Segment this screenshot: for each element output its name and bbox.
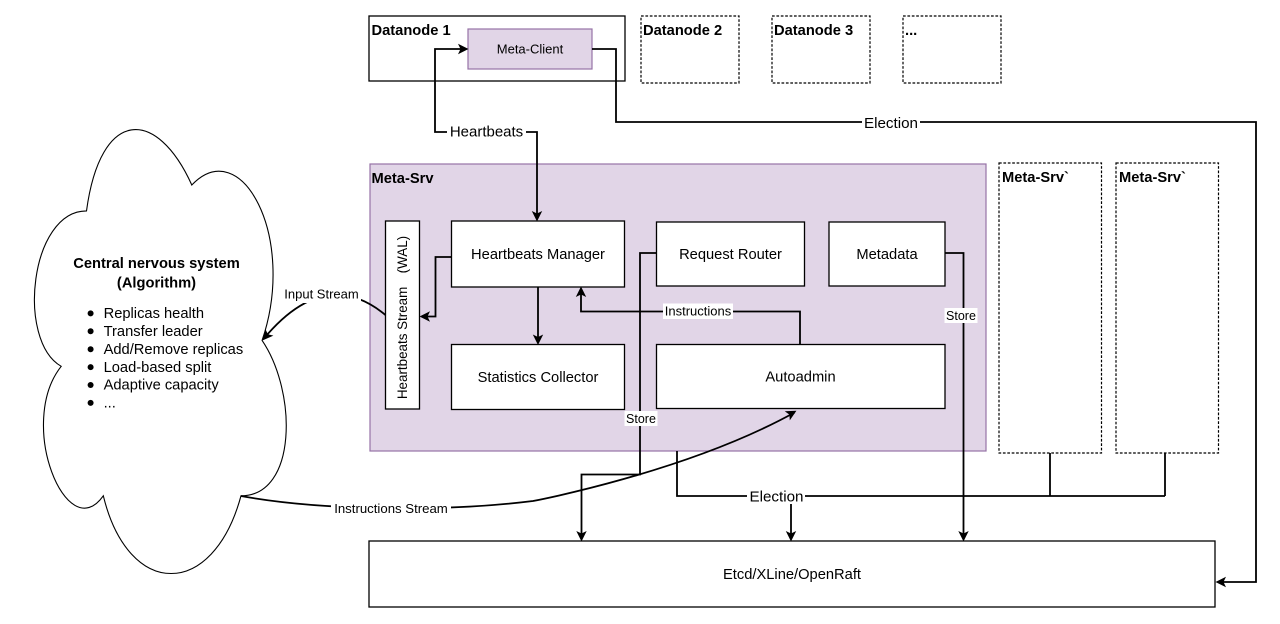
svg-text:Heartbeats Stream (WAL): Heartbeats Stream (WAL): [395, 236, 410, 399]
svg-text:Datanode 2: Datanode 2: [643, 23, 722, 39]
svg-text:Meta-Client: Meta-Client: [497, 42, 564, 57]
svg-text:Metadata: Metadata: [856, 247, 918, 263]
svg-text:Heartbeats Manager: Heartbeats Manager: [471, 247, 605, 263]
svg-text:Instructions Stream: Instructions Stream: [334, 501, 448, 516]
svg-text:Central nervous system: Central nervous system: [73, 256, 240, 272]
svg-text:Add/Remove replicas: Add/Remove replicas: [104, 342, 244, 358]
svg-text:Election: Election: [864, 115, 918, 132]
svg-text:(Algorithm): (Algorithm): [117, 275, 196, 291]
svg-text:Election: Election: [749, 489, 803, 506]
svg-text:Datanode 3: Datanode 3: [774, 23, 853, 39]
svg-text:Heartbeats: Heartbeats: [450, 124, 523, 141]
svg-text:Instructions: Instructions: [665, 304, 732, 319]
svg-text:Store: Store: [946, 309, 976, 323]
svg-text:Datanode 1: Datanode 1: [372, 23, 451, 39]
svg-text:Meta-Srv`: Meta-Srv`: [1002, 170, 1069, 186]
svg-text:...: ...: [104, 396, 116, 412]
svg-text:Request Router: Request Router: [679, 247, 782, 263]
svg-text:Statistics Collector: Statistics Collector: [478, 370, 599, 386]
svg-text:Meta-Srv: Meta-Srv: [372, 171, 435, 187]
svg-text:Autoadmin: Autoadmin: [765, 370, 835, 386]
svg-text:Adaptive capacity: Adaptive capacity: [104, 378, 220, 394]
svg-text:Store: Store: [626, 412, 656, 426]
svg-text:Replicas health: Replicas health: [104, 306, 204, 322]
svg-text:...: ...: [905, 23, 917, 39]
svg-text:Etcd/XLine/OpenRaft: Etcd/XLine/OpenRaft: [723, 567, 861, 583]
svg-text:Meta-Srv`: Meta-Srv`: [1119, 170, 1186, 186]
svg-text:Load-based split: Load-based split: [104, 360, 212, 376]
svg-text:Transfer leader: Transfer leader: [104, 324, 203, 340]
svg-text:Input Stream: Input Stream: [284, 286, 358, 301]
